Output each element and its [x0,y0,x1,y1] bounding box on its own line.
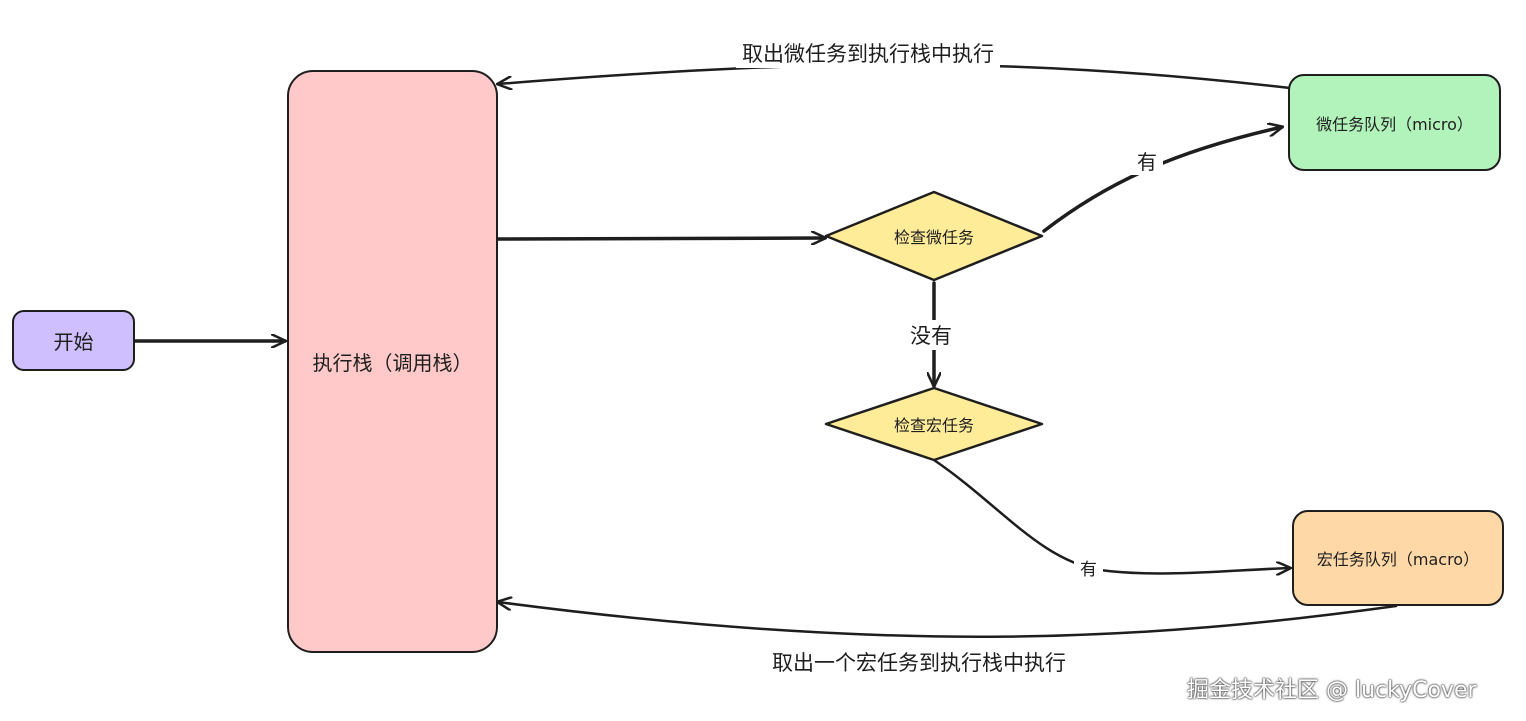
check-macro-label: 检查宏任务 [893,416,975,435]
check-macro-diamond [824,386,1044,462]
edge-label-take-macro: 取出一个宏任务到执行栈中执行 [766,647,1072,677]
edge-has-macro [932,458,1290,573]
edge-label-has-micro: 有 [1131,146,1163,175]
micro-queue-label: 微任务队列（micro） [1316,114,1473,134]
edge-label-has-macro: 有 [1074,555,1103,580]
edge-take-macro [498,602,1398,638]
watermark: 掘金技术社区 @ luckyCover [1187,678,1477,703]
macro-queue-label: 宏任务队列（macro） [1316,550,1480,569]
check-micro-label: 检查微任务 [893,228,975,247]
check-micro-diamond [824,190,1044,282]
call-stack-node: 执行栈（调用栈） [287,70,498,653]
start-node: 开始 [12,310,135,371]
edge-label-take-micro: 取出微任务到执行栈中执行 [736,38,1000,68]
edge-label-no-micro: 没有 [904,320,958,350]
macro-queue-node: 宏任务队列（macro） [1292,510,1504,606]
edge-take-micro [498,63,1292,88]
start-label: 开始 [53,330,94,354]
edge-has-micro [1042,127,1282,233]
call-stack-label: 执行栈（调用栈） [312,351,473,375]
micro-queue-node: 微任务队列（micro） [1288,74,1501,171]
edge-stack-to-check-micro [496,238,825,239]
